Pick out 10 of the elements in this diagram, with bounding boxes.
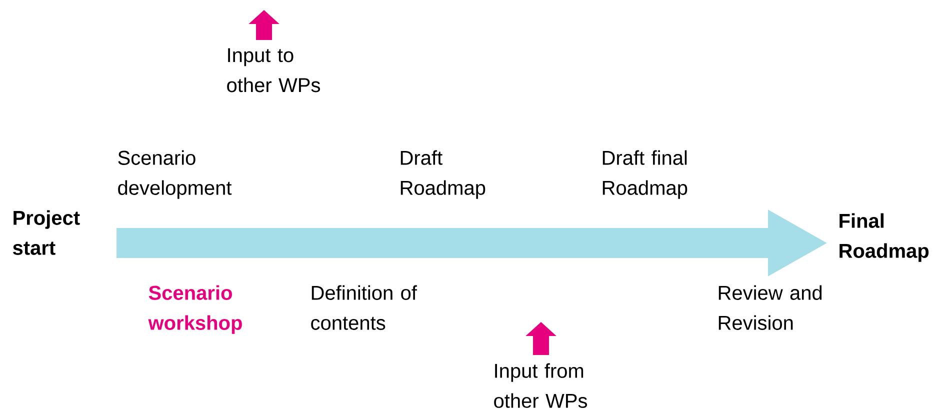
phase-label: Draft Roadmap	[400, 150, 486, 199]
phase-label: Definition of contents	[311, 285, 417, 330]
milestone-text: Project start	[13, 210, 80, 255]
phase-label: Review and Revision	[718, 285, 822, 330]
milestone-text: Final Roadmap	[840, 213, 929, 262]
milestone-text: Input from other WPs	[494, 363, 587, 408]
phase-label: Scenario workshop	[148, 285, 242, 334]
phase-label: Scenario development	[118, 150, 232, 199]
phase-label: Draft final Roadmap	[602, 150, 688, 199]
milestone-text: Input to other WPs	[227, 48, 320, 92]
